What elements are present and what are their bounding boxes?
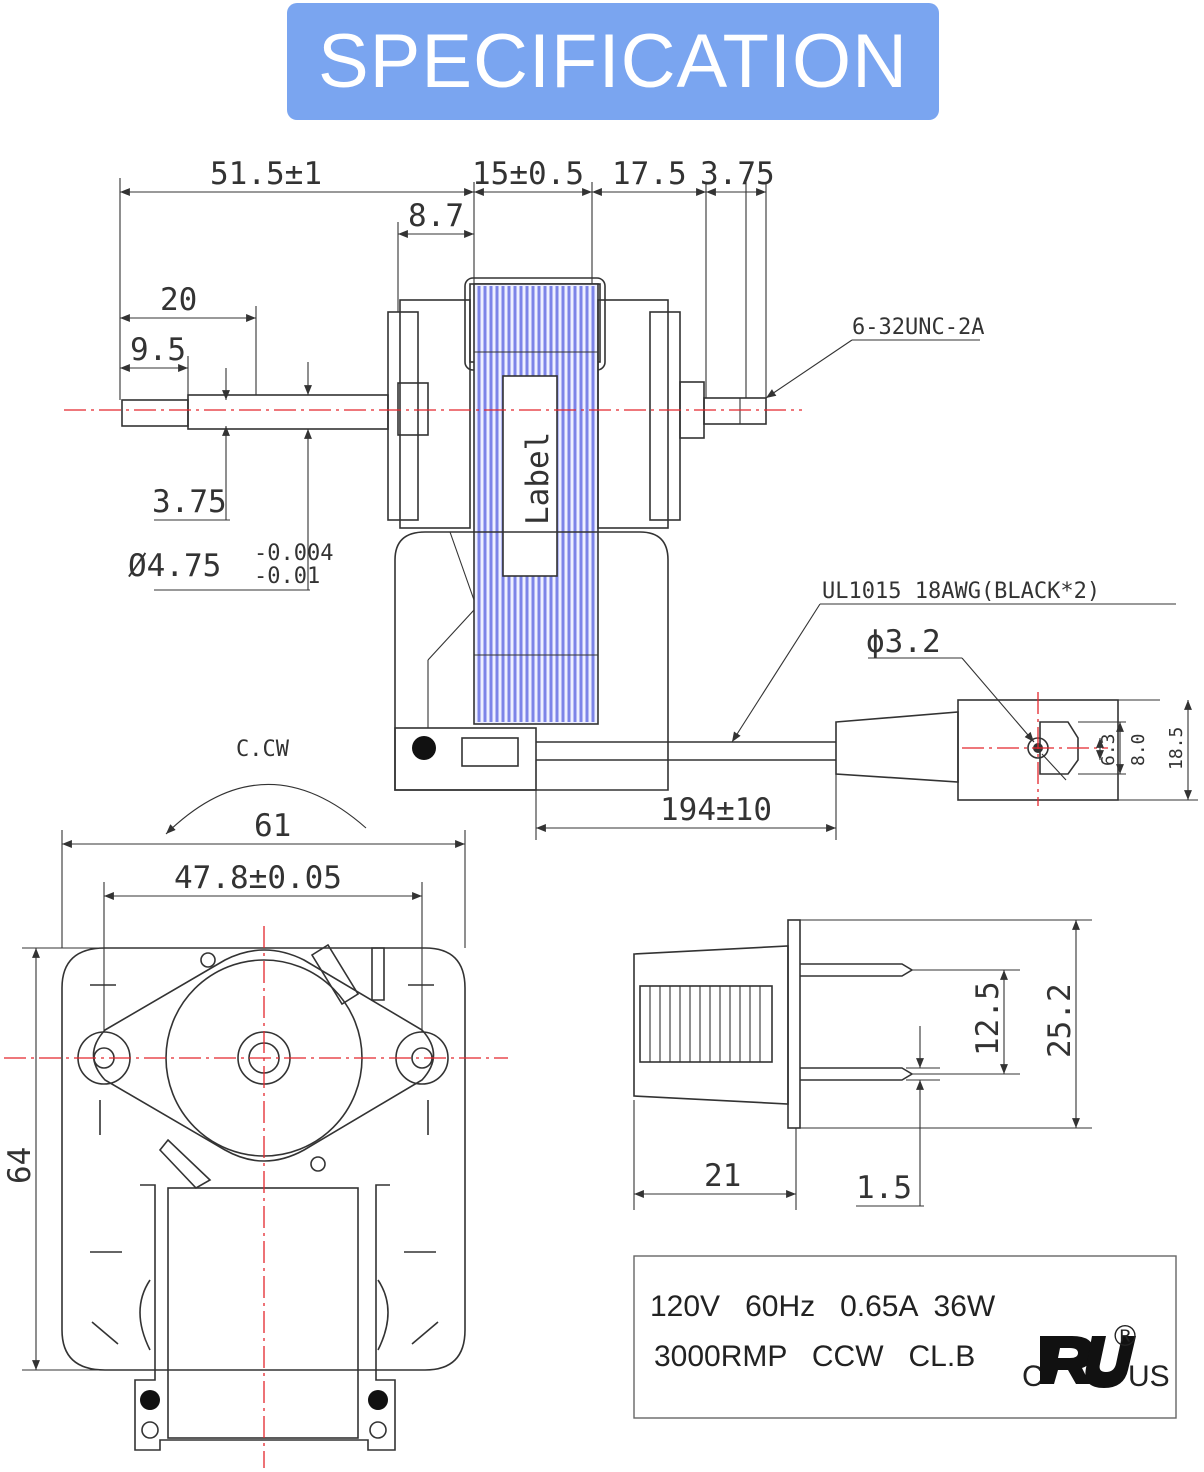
side-view-dimensions: 51.5±1 15±0.5 17.5 3.75 8.7 20 9.5 3.75 … [119, 156, 1198, 840]
dim-core-width: 15±0.5 [472, 156, 584, 192]
dim-terminal-18-5: 18.5 [1166, 727, 1187, 770]
dim-front-shaft: 17.5 [612, 156, 687, 192]
cert-registered-mark: ® [1114, 1320, 1136, 1353]
cert-c-mark: C [1022, 1360, 1044, 1393]
thread-spec: 6-32UNC-2A [852, 315, 984, 340]
ul-certification-logo: C US ® [1022, 1320, 1170, 1393]
dim-lead-length: 194±10 [660, 792, 772, 828]
dim-overall-length: 51.5±1 [210, 156, 322, 192]
front-view [4, 926, 508, 1468]
dim-terminal-8-0: 8.0 [1128, 733, 1149, 766]
dim-rear-shaft: 20 [160, 282, 197, 318]
dim-pin-spacing: 12.5 [970, 981, 1006, 1056]
cert-us-mark: US [1128, 1360, 1170, 1393]
dim-flat-depth: 3.75 [152, 484, 227, 520]
dim-thread-length: 3.75 [700, 156, 775, 192]
coil-label: Label [520, 432, 556, 525]
rating-plate: 120V 60Hz 0.65A 36W 3000RMP CCW CL.B C U… [633, 1255, 1177, 1419]
dim-rear-flat: 9.5 [130, 332, 186, 368]
dim-hole-spacing: 47.8±0.05 [174, 860, 342, 896]
connector-view [633, 919, 1092, 1129]
connector-dimensions: 12.5 25.2 21 1.5 [633, 920, 1080, 1210]
dim-shaft-diameter: Ø4.75 [128, 548, 221, 584]
wire-spec: UL1015 18AWG(BLACK*2) [822, 579, 1100, 604]
tolerance-lower: -0.01 [254, 564, 320, 589]
side-view: Label [64, 277, 1119, 806]
rating-line-1: 120V 60Hz 0.65A 36W [650, 1290, 996, 1323]
rating-line-2: 3000RMP CCW CL.B [654, 1340, 975, 1373]
dim-terminal-6-3: 6.3 [1098, 733, 1119, 766]
tolerance-upper: -0.004 [254, 541, 333, 566]
dim-connector-width: 25.2 [1042, 983, 1078, 1058]
rotation-direction: C.CW [236, 737, 290, 762]
dim-body-length: 21 [704, 1158, 741, 1194]
hole-diameter: ϕ3.2 [866, 624, 941, 660]
front-view-dimensions: C.CW 61 47.8±0.05 64 [2, 737, 466, 1371]
dim-bearing: 8.7 [408, 198, 464, 234]
dim-pin-thickness: 1.5 [856, 1170, 912, 1206]
specification-header: SPECIFICATION [287, 3, 939, 120]
dim-height: 64 [2, 1147, 38, 1184]
page-title: SPECIFICATION [317, 19, 909, 104]
dim-overall-width: 61 [254, 808, 291, 844]
